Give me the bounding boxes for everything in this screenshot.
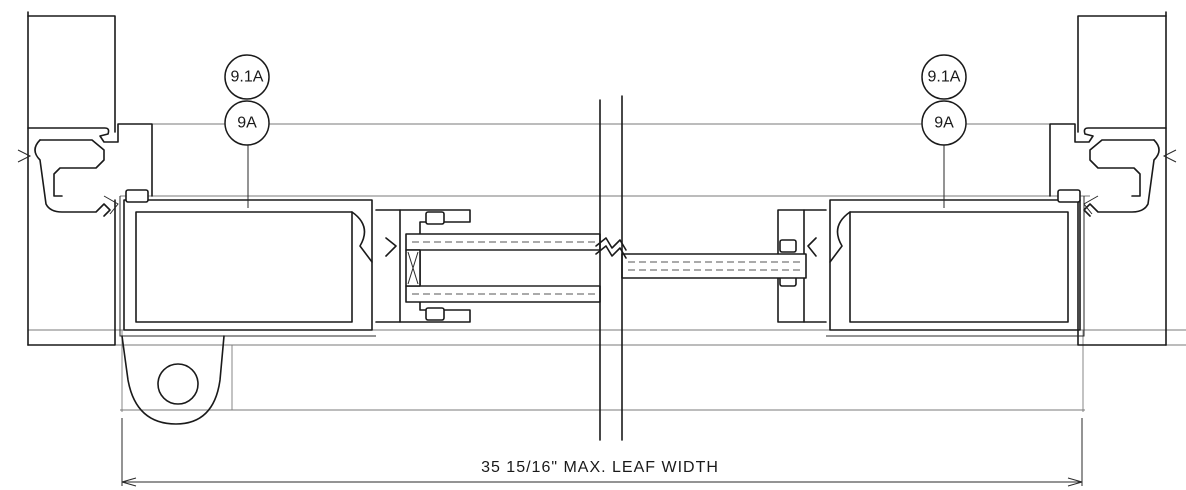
left-glazing-stop [375,209,471,323]
left-upper-callout: 9.1A [224,54,270,100]
right-callout-group: 9.1A 9A [921,54,967,146]
right-lower-callout: 9A [921,100,967,146]
left-wall-jamb [17,11,153,346]
left-upper-callout-label: 9.1A [231,69,264,86]
pivot-hinge [121,335,225,425]
leaf-width-dimension-label: 35 15/16" MAX. LEAF WIDTH [481,459,719,476]
insulated-glass-unit [405,233,601,303]
left-stile [103,189,376,337]
right-stile [826,189,1099,337]
monolithic-glass [621,253,807,279]
left-lower-callout-label: 9A [237,115,257,132]
right-lower-callout-label: 9A [934,115,954,132]
right-wall-jamb [1049,11,1177,346]
break-lines [595,95,627,441]
right-upper-callout: 9.1A [921,54,967,100]
leaf-width-dimension: 35 15/16" MAX. LEAF WIDTH [121,418,1083,487]
callout-leaders [247,144,945,208]
left-callout-group: 9.1A 9A [224,54,270,146]
right-upper-callout-label: 9.1A [928,69,961,86]
left-lower-callout: 9A [224,100,270,146]
reference-lines [28,123,1186,412]
